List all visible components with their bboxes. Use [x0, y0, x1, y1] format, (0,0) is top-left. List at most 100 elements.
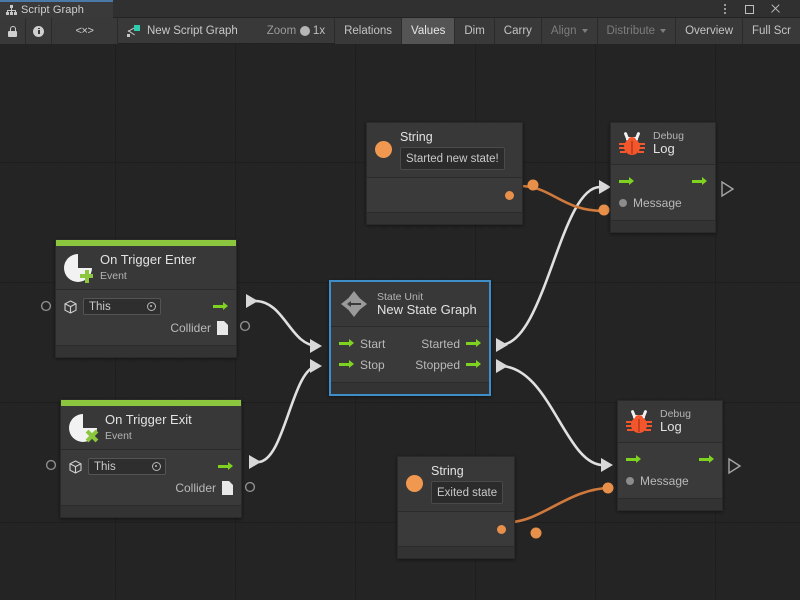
node-title: On Trigger Exit: [105, 412, 192, 427]
chevron-down-icon: [581, 29, 588, 33]
string-value-icon: [406, 475, 423, 493]
zoom-slider[interactable]: [299, 25, 310, 36]
object-picker-icon[interactable]: [152, 462, 161, 471]
object-picker-icon[interactable]: [147, 302, 156, 311]
node-footer: [56, 345, 236, 357]
maximize-icon[interactable]: [742, 0, 756, 18]
graph-hierarchy-icon: [6, 4, 17, 16]
tab-label: Script Graph: [21, 4, 84, 16]
close-icon[interactable]: [768, 0, 782, 18]
lock-icon: [8, 25, 17, 37]
flow-input-port[interactable]: [626, 455, 641, 464]
node-header: String Started new state!: [367, 123, 522, 178]
node-footer: [398, 545, 514, 558]
full-screen-button[interactable]: Full Scr: [743, 18, 800, 44]
flow-output-port[interactable]: [692, 177, 707, 186]
distribute-dropdown[interactable]: Distribute: [597, 18, 677, 44]
target-field[interactable]: This: [88, 458, 166, 475]
node-body: Message: [611, 165, 715, 220]
collider-document-icon[interactable]: [217, 320, 228, 335]
node-title: String: [431, 464, 464, 478]
node-on-trigger-exit[interactable]: On Trigger Exit Event This: [60, 399, 242, 518]
collider-row: Collider: [69, 477, 233, 498]
node-header: State Unit New State Graph: [331, 282, 489, 327]
node-on-trigger-enter[interactable]: On Trigger Enter Event This: [55, 239, 237, 358]
flow-output-port-started[interactable]: [466, 339, 481, 348]
lock-toggle-button[interactable]: [0, 18, 26, 44]
target-field[interactable]: This: [83, 298, 161, 315]
graph-toolbar: <×> New Script Graph Zoom 1x Relations V…: [0, 18, 800, 44]
flow-input-port-start[interactable]: [339, 339, 354, 348]
flow-output-port[interactable]: [699, 455, 714, 464]
started-label: Started: [421, 336, 460, 351]
dim-button[interactable]: Dim: [455, 18, 495, 44]
overview-button[interactable]: Overview: [676, 18, 744, 44]
node-title: On Trigger Enter: [100, 252, 197, 267]
node-footer: [331, 382, 489, 394]
gameobject-cube-icon: [64, 299, 77, 314]
graph-canvas[interactable]: String Started new state!: [0, 44, 800, 600]
flow-output-port-stopped[interactable]: [466, 360, 481, 369]
string-value-text: Started new state!: [406, 153, 499, 166]
collider-label: Collider: [175, 480, 216, 495]
target-value: This: [89, 300, 111, 313]
code-view-button[interactable]: <×>: [52, 18, 118, 44]
breadcrumb[interactable]: New Script Graph: [147, 24, 238, 37]
stop-label: Stop: [360, 357, 385, 372]
message-row: Message: [626, 470, 714, 491]
string-value-field[interactable]: Exited state: [431, 481, 504, 504]
align-dropdown[interactable]: Align: [541, 18, 598, 44]
zoom-slider-handle[interactable]: [299, 25, 310, 36]
tab-script-graph[interactable]: Script Graph: [0, 0, 113, 18]
values-button[interactable]: Values: [402, 18, 456, 44]
distribute-label: Distribute: [606, 25, 656, 37]
node-subtitle: Debug: [653, 130, 684, 142]
node-footer: [618, 498, 722, 510]
string-value-field[interactable]: Started new state!: [400, 147, 505, 170]
node-string-bottom[interactable]: String Exited state: [397, 456, 515, 559]
code-brackets-icon: <×>: [75, 25, 94, 37]
node-header: String Exited state: [398, 457, 514, 512]
window-tab-strip: Script Graph: [0, 0, 800, 18]
carry-button[interactable]: Carry: [494, 18, 542, 44]
value-output-port[interactable]: [505, 190, 514, 200]
flow-output-port[interactable]: [213, 302, 228, 311]
node-header: On Trigger Enter Event: [56, 246, 236, 290]
flow-input-port-stop[interactable]: [339, 360, 354, 369]
kebab-menu-icon[interactable]: [719, 0, 731, 18]
flow-row: [626, 449, 714, 470]
node-footer: [367, 211, 522, 224]
message-label: Message: [640, 473, 689, 488]
event-accent-bar: [61, 400, 241, 406]
align-label: Align: [550, 25, 577, 37]
node-string-top[interactable]: String Started new state!: [366, 122, 523, 225]
collider-document-icon[interactable]: [222, 480, 233, 495]
flow-input-port[interactable]: [619, 177, 634, 186]
flow-output-port[interactable]: [218, 462, 233, 471]
node-debug-log-top[interactable]: Debug Log Message: [610, 122, 716, 233]
start-label: Start: [360, 336, 386, 351]
node-title: New State Graph: [377, 301, 477, 317]
event-enter-icon: [64, 253, 93, 283]
breadcrumb-and-zoom: New Script Graph Zoom 1x: [118, 18, 336, 43]
event-accent-bar: [56, 240, 236, 246]
string-value-icon: [375, 141, 392, 159]
node-body: Start Started Stop Stopped: [331, 327, 489, 382]
node-subtitle: Debug: [660, 408, 691, 420]
message-label: Message: [633, 195, 682, 210]
zoom-label: Zoom: [266, 24, 297, 37]
state-unit-icon: [339, 289, 369, 319]
node-state-unit[interactable]: State Unit New State Graph Start Started: [329, 280, 491, 396]
target-value: This: [94, 460, 116, 473]
message-input-port[interactable]: [619, 198, 627, 207]
string-value-text: Exited state: [437, 487, 498, 500]
value-output-port[interactable]: [497, 524, 506, 534]
node-title: String: [400, 130, 433, 144]
message-input-port[interactable]: [626, 476, 634, 485]
relations-button[interactable]: Relations: [335, 18, 403, 44]
info-button[interactable]: [26, 18, 52, 44]
stop-row: Stop Stopped: [339, 354, 481, 375]
node-footer: [611, 220, 715, 232]
node-title: Log: [660, 419, 682, 435]
node-debug-log-bottom[interactable]: Debug Log Message: [617, 400, 723, 511]
